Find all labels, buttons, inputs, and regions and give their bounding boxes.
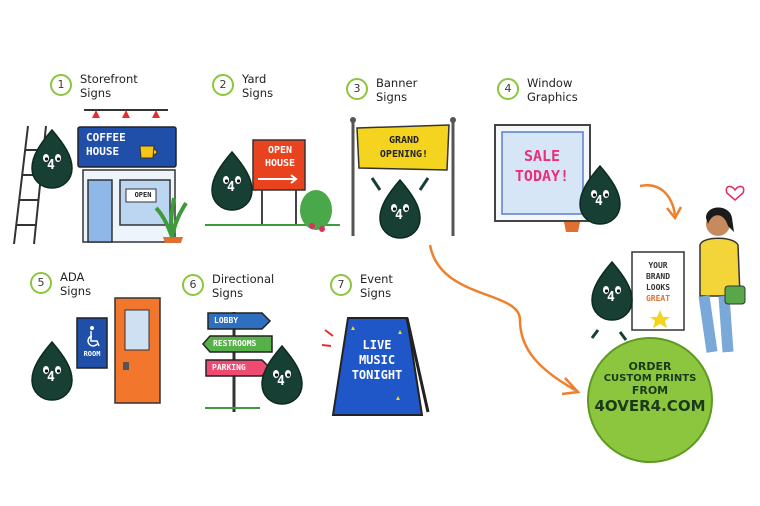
directional-scene <box>202 312 303 412</box>
mascot-badge: 4 <box>595 194 603 209</box>
heart-icon <box>725 185 745 201</box>
sign-parking-text: PARKING <box>212 363 246 372</box>
wheelchair-icon <box>87 331 100 347</box>
yard-scene <box>205 139 340 232</box>
flow-arrows <box>428 184 683 396</box>
bucket-icon <box>564 222 580 232</box>
door-open-sign: OPEN <box>134 191 152 199</box>
step-number: 2 <box>212 74 234 96</box>
sign-lobby-text: LOBBY <box>214 316 239 325</box>
mascot-badge: 4 <box>277 374 285 389</box>
mascot-badge: 4 <box>47 370 55 385</box>
mascot-badge: 4 <box>227 180 235 195</box>
sign-lobby <box>207 312 272 330</box>
promo-scene <box>590 185 746 353</box>
mascot-badge: 4 <box>395 208 403 223</box>
banner <box>356 124 450 171</box>
ada-sign-text: ROOM <box>83 350 101 358</box>
mascot-badge: 4 <box>607 290 615 305</box>
cta-circle[interactable] <box>587 337 713 463</box>
bag-icon <box>724 285 746 305</box>
step-number: 6 <box>182 274 204 296</box>
coffee-cup-icon <box>139 145 158 159</box>
step-number: 4 <box>497 78 519 100</box>
arrow-head-icon <box>561 377 581 396</box>
step-number: 1 <box>50 74 72 96</box>
lamp-icon <box>92 110 160 118</box>
mascot-badge: 4 <box>47 158 55 173</box>
window-scene <box>494 124 621 232</box>
bush-icon <box>300 190 332 230</box>
step-number: 7 <box>330 274 352 296</box>
a-frame-sign <box>331 317 424 416</box>
shop-door <box>87 179 113 243</box>
event-scene <box>321 317 430 416</box>
banner-scene <box>350 117 456 239</box>
ada-sign <box>76 317 108 369</box>
star-icon <box>650 310 670 328</box>
yard-sign <box>252 139 306 191</box>
ada-scene <box>31 297 161 404</box>
cta-text[interactable]: ORDER CUSTOM PRINTS FROM 4OVER4.COM <box>594 360 706 415</box>
sign-restrooms <box>202 335 273 353</box>
step-number: 5 <box>30 272 52 294</box>
arrow-right-icon <box>258 174 298 184</box>
storefront-scene <box>13 109 188 245</box>
step-number: 3 <box>346 78 368 100</box>
plant-icon <box>154 197 188 238</box>
sign-restrooms-text: RESTROOMS <box>213 339 257 348</box>
